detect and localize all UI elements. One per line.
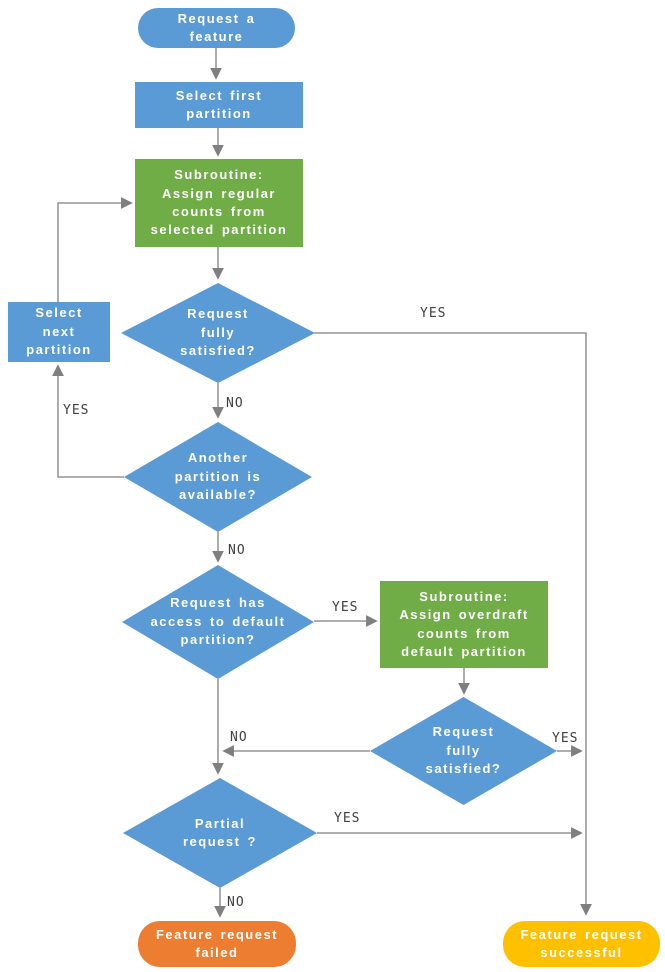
label-partial-no: NO — [227, 895, 245, 910]
subroutine-overdraft-counts-box: Subroutine: Assign overdraft counts from… — [380, 581, 548, 668]
feature-request-failed-terminator: Feature request failed — [138, 921, 296, 967]
select-first-partition-box: Select first partition — [135, 82, 303, 128]
label-satisfied1-yes: YES — [420, 306, 447, 321]
subroutine-regular-counts-box: Subroutine: Assign regular counts from s… — [135, 159, 303, 247]
label-another-no: NO — [228, 543, 246, 558]
label-another-yes: YES — [63, 403, 90, 418]
label-satisfied1-no: NO — [226, 396, 244, 411]
label-satisfied2-yes: YES — [552, 731, 579, 746]
edge-select-next-to-sub-regular — [57, 197, 133, 302]
label-default-access-yes: YES — [332, 600, 359, 615]
edge-another-yes-to-select-next — [52, 364, 124, 478]
label-partial-yes: YES — [334, 811, 361, 826]
feature-request-successful-terminator: Feature request successful — [503, 921, 660, 967]
label-satisfied2-no: NO — [230, 730, 248, 745]
select-next-partition-box: Select next partition — [8, 302, 110, 362]
start-terminator: Request a feature — [138, 8, 295, 48]
edge-satisfied1-yes-to-success — [314, 332, 592, 916]
